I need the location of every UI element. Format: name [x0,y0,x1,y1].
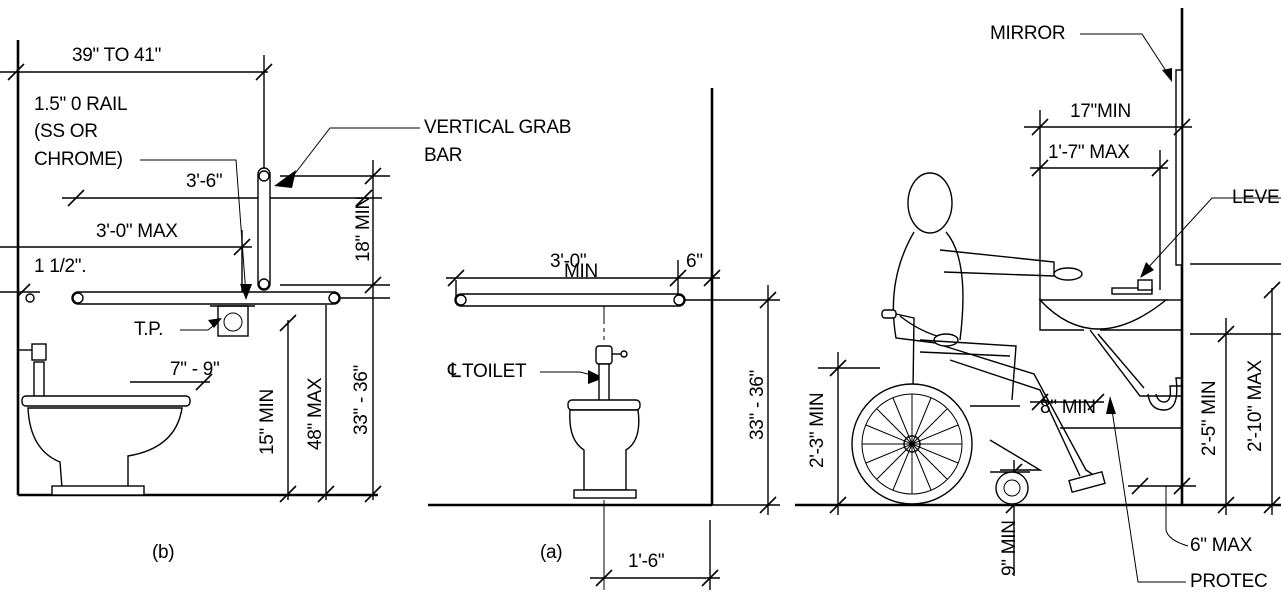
dimension-8-min-label: 8" MIN [1040,397,1096,418]
lever-label: LEVE [1232,187,1280,208]
dimension-17-min-label: 17"MIN [1070,101,1131,122]
dimension-width-label: 39" TO 41" [72,45,162,66]
dimension-3-6-label: 3'-6" [186,171,223,192]
elevation-lavatory [795,8,1281,583]
person-in-wheelchair-figure [851,172,1106,505]
lavatory-sink [1038,279,1182,411]
toilet-front-view [567,345,641,499]
rail-note-line-1: 1.5" 0 RAIL [34,94,128,115]
mirror-label: MIRROR [990,23,1066,44]
toilet-paper-label: T.P. [134,319,164,340]
dimension-1-7-max-label: 1'-7" MAX [1048,142,1130,163]
dimension-2-5-min-label: 2'-5" MIN [1199,380,1220,456]
dimension-7-9-label: 7" - 9" [170,359,220,380]
dimension-9-min-label: 9" MIN [999,520,1020,576]
dimension-33-36-label-b: 33" - 36" [351,365,372,435]
dimension-3-0-label-a: 3'-0" [550,251,587,272]
dimension-33-36-label-a: 33" - 36" [747,370,768,440]
dimension-6-label-a: 6" [686,251,703,272]
dimension-15-min-label: 15" MIN [257,389,278,455]
rail-note-line-3: CHROME) [34,149,123,170]
toilet-label: TOILET [462,361,527,382]
vertical-grab-bar-label-1: VERTICAL GRAB [424,117,572,138]
dimension-48-max-label: 48" MAX [305,377,326,450]
dimension-18-min-label: 18" MIN [353,196,374,262]
dimension-1-6-label: 1'-6" [628,551,665,572]
dimension-1-5-label: 1 1/2". [34,256,87,277]
vertical-grab-bar-label-2: BAR [424,145,463,166]
centerline-symbol: ℄ [448,360,461,382]
caption-a: (a) [540,542,563,563]
elevation-a [428,88,780,590]
dimension-2-10-max-label: 2'-10" MAX [1245,360,1266,452]
dimension-3-0-max-label: 3'-0" MAX [96,221,178,242]
dimension-6-max-label: 6" MAX [1190,535,1252,556]
rail-note-line-2: (SS OR [34,121,98,142]
dimension-min-label-a: MIN [564,261,598,282]
toilet-side-view [18,343,191,496]
elevation-b [0,40,420,503]
caption-b: (b) [152,542,175,563]
dimension-2-3-min-label: 2'-3" MIN [807,392,828,468]
protect-label: PROTEC [1190,571,1268,592]
